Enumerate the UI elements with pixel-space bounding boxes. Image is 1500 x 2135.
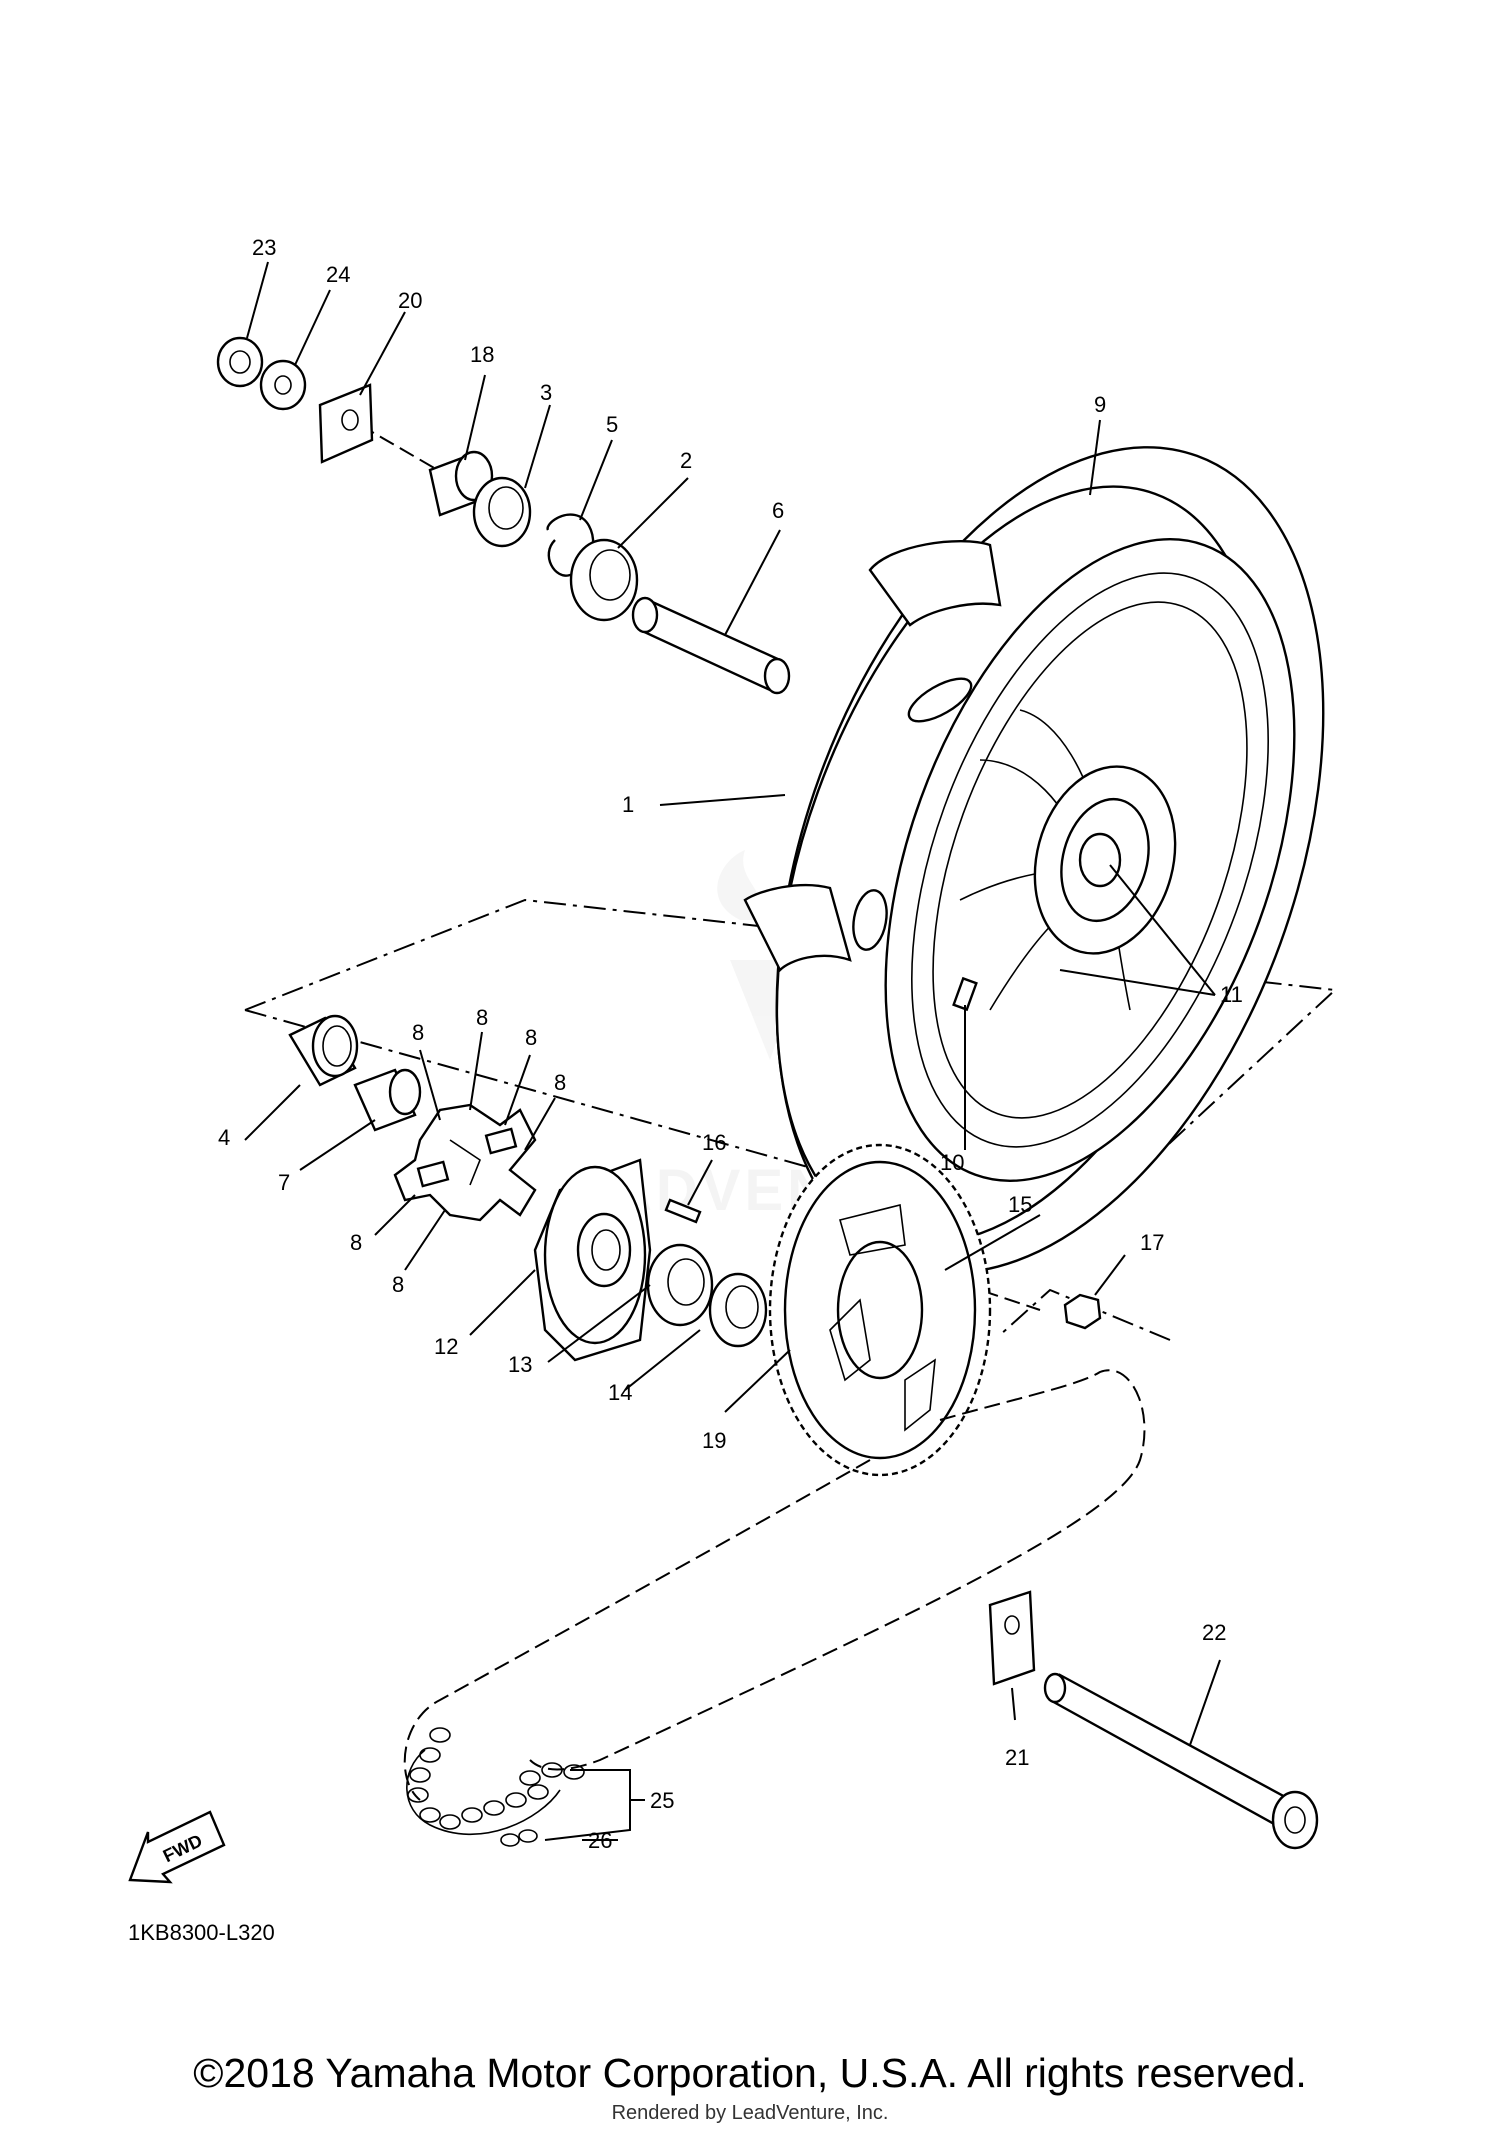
bearing-4[interactable]: [288, 1014, 359, 1087]
nut-17[interactable]: [1063, 1293, 1102, 1330]
callout-24: 24: [326, 262, 350, 287]
oil-seal-14[interactable]: [708, 1272, 768, 1348]
callout-14: 14: [608, 1380, 632, 1405]
stud-bolt-16[interactable]: [664, 1198, 702, 1224]
leader-lines: [244, 261, 1221, 1841]
washer-24[interactable]: [259, 359, 307, 411]
nut-23[interactable]: [216, 336, 264, 388]
sprocket-15[interactable]: [768, 1143, 992, 1477]
callout-17: 17: [1140, 1230, 1164, 1255]
callout-18: 18: [470, 342, 494, 367]
callout-4: 4: [218, 1125, 230, 1150]
callout-8b: 8: [476, 1005, 488, 1030]
callout-9: 9: [1094, 392, 1106, 417]
callout-7: 7: [278, 1170, 290, 1195]
adjuster-plate-20[interactable]: [318, 383, 374, 464]
callout-13: 13: [508, 1352, 532, 1377]
rendered-by-note: Rendered by LeadVenture, Inc.: [611, 2102, 889, 2124]
callout-11: 11: [1220, 982, 1243, 1007]
bearing-13[interactable]: [646, 1243, 714, 1327]
callout-21: 21: [1005, 1745, 1029, 1770]
callout-8a: 8: [412, 1020, 424, 1045]
callout-12: 12: [434, 1334, 458, 1359]
callout-19: 19: [702, 1428, 726, 1453]
callout-1: 1: [622, 792, 634, 817]
axle-22[interactable]: [1043, 1672, 1319, 1850]
callout-2: 2: [680, 448, 692, 473]
callouts: 1 2 3 4 5 6 7 8 8 8 8 8 8 9 10 11 12 13 …: [218, 235, 1243, 1853]
drive-chain-25[interactable]: [403, 1369, 1146, 1835]
copyright-notice: ©2018 Yamaha Motor Corporation, U.S.A. A…: [193, 2050, 1307, 2096]
bearing-2[interactable]: [569, 538, 639, 622]
callout-8c: 8: [525, 1025, 537, 1050]
damper-8[interactable]: [393, 1103, 537, 1222]
callout-20: 20: [398, 288, 422, 313]
callout-8d: 8: [554, 1070, 566, 1095]
bearing-3[interactable]: [472, 476, 532, 548]
diagram-code: 1KB8300-L320: [128, 1920, 275, 1945]
collar-7[interactable]: [353, 1068, 422, 1132]
callout-15: 15: [1008, 1192, 1032, 1217]
fwd-arrow-icon: FWD: [128, 1810, 226, 1884]
callout-3: 3: [540, 380, 552, 405]
callout-8f: 8: [392, 1272, 404, 1297]
spacer-6[interactable]: [631, 596, 791, 695]
callout-8e: 8: [350, 1230, 362, 1255]
callout-26: 26: [588, 1828, 612, 1853]
callout-25: 25: [650, 1788, 674, 1813]
callout-22: 22: [1202, 1620, 1226, 1645]
rear-wheel[interactable]: [673, 372, 1428, 1348]
adjuster-plate-21[interactable]: [988, 1590, 1036, 1686]
callout-5: 5: [606, 412, 618, 437]
callout-23: 23: [252, 235, 276, 260]
callout-6: 6: [772, 498, 784, 523]
master-link-26[interactable]: [500, 1829, 538, 1847]
clutch-hub-12[interactable]: [533, 1158, 652, 1362]
callout-16: 16: [702, 1130, 726, 1155]
callout-10: 10: [940, 1150, 964, 1175]
